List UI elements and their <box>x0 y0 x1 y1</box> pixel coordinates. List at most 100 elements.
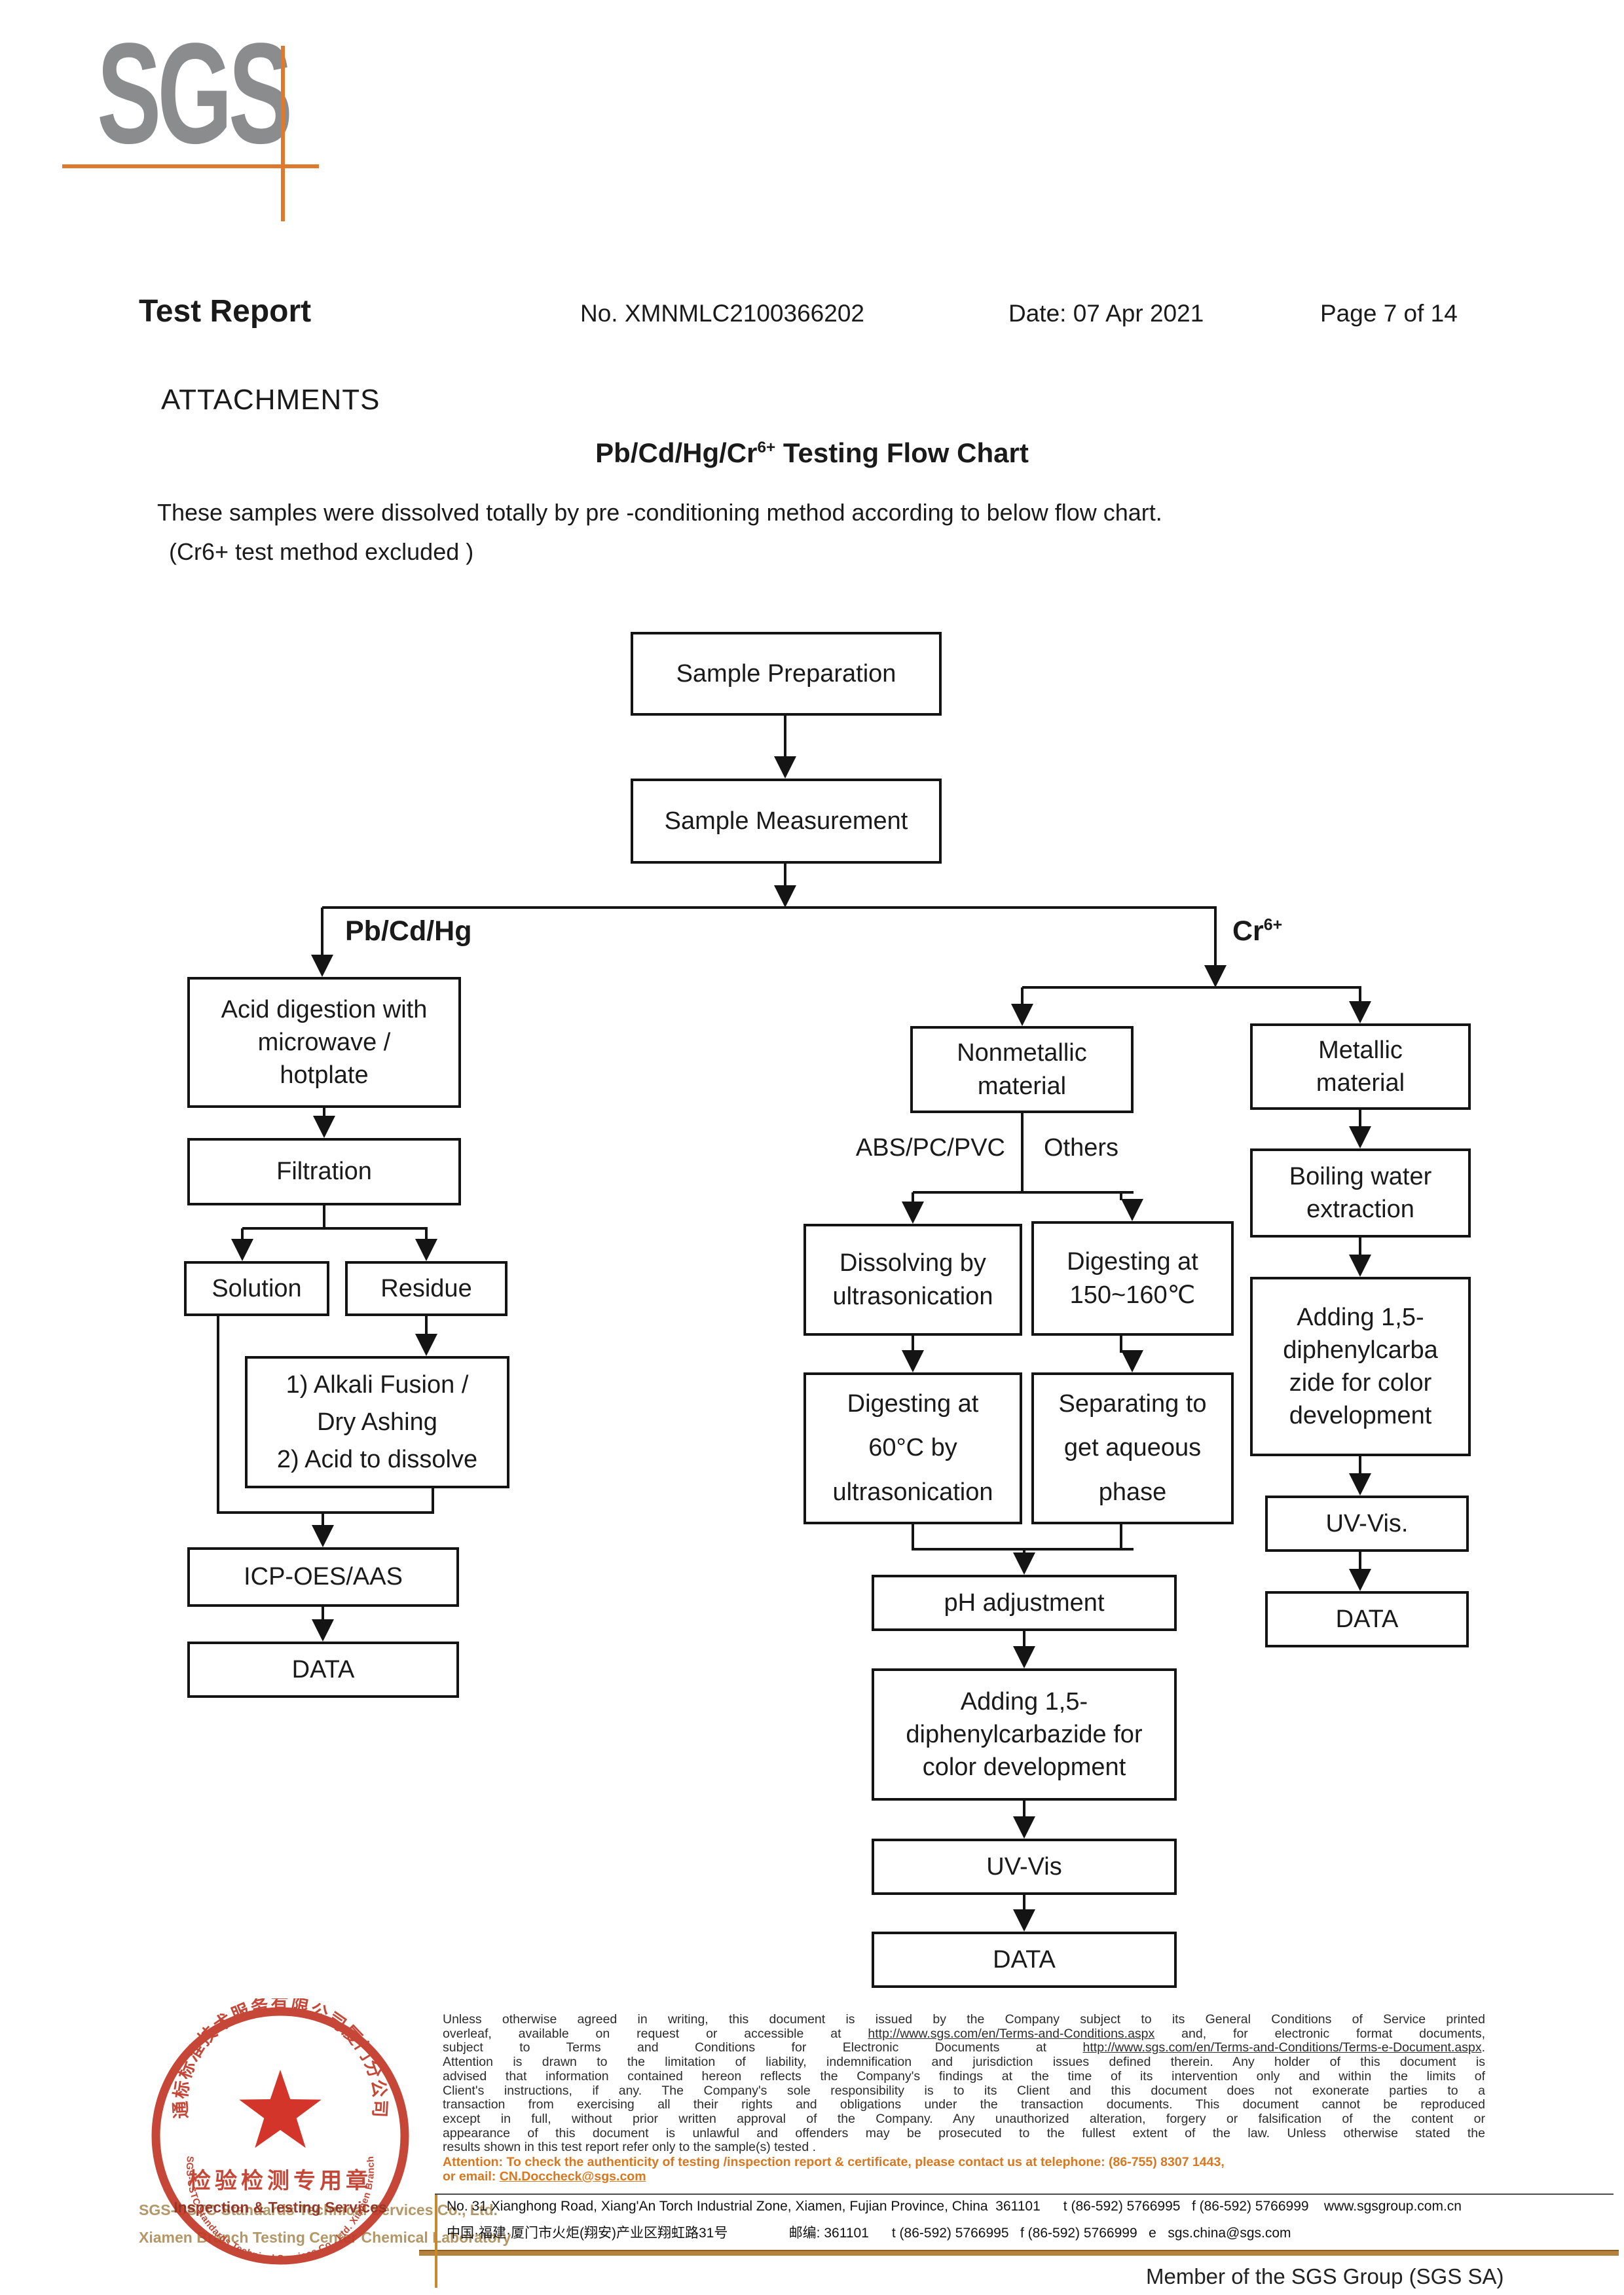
flow-node-alkali-fusion: 1) Alkali Fusion / Dry Ashing 2) Acid to… <box>245 1356 509 1488</box>
flow-line <box>912 1336 914 1353</box>
legal-text-line: Client's instructions, if any. The Compa… <box>443 2083 1485 2098</box>
flow-node-metallic-material: Metallic material <box>1250 1023 1471 1110</box>
flow-line <box>912 1192 914 1203</box>
arrow-down-icon <box>1349 1001 1371 1023</box>
attention-line-1: Attention: To check the authenticity of … <box>443 2155 1225 2169</box>
flow-line <box>1359 1238 1361 1257</box>
flow-node-boiling-water-extraction: Boiling water extraction <box>1250 1148 1471 1238</box>
branch-label-cr6: Cr6+ <box>1232 915 1282 947</box>
terms-e-document-link[interactable]: http://www.sgs.com/en/Terms-and-Conditio… <box>1082 2040 1482 2055</box>
flow-node-digesting-60: Digesting at 60°C by ultrasonication <box>803 1372 1022 1524</box>
arrow-down-icon <box>902 1202 924 1224</box>
address-line-cn: 中国·福建·厦门市火炬(翔安)产业区翔虹路31号 邮编: 361101 t (8… <box>447 2226 1291 2241</box>
arrow-down-icon <box>1011 1004 1033 1026</box>
flow-node-data-mid: DATA <box>872 1932 1177 1988</box>
arrow-down-icon <box>415 1334 437 1356</box>
legal-text-block: Unless otherwise agreed in writing, this… <box>443 2012 1485 2155</box>
arrow-down-icon <box>774 885 796 908</box>
legal-text-line: except in full, without prior written ap… <box>443 2111 1485 2126</box>
flow-node-digesting-150-160: Digesting at 150~160℃ <box>1031 1221 1234 1336</box>
flow-chart-title-suffix: Testing Flow Chart <box>775 437 1029 468</box>
flow-node-adding-diphenylcarbazide-mid: Adding 1,5- diphenylcarbazide for color … <box>872 1668 1177 1801</box>
flow-line <box>784 716 786 759</box>
flow-line <box>432 1488 434 1514</box>
arrow-down-icon <box>231 1239 253 1261</box>
report-date: Date: 07 Apr 2021 <box>1008 300 1204 327</box>
arrow-down-icon <box>1013 1816 1035 1839</box>
branch-label-abs-pc-pvc: ABS/PC/PVC <box>855 1134 1005 1162</box>
doccheck-email-link[interactable]: CN.Doccheck@sgs.com <box>499 2169 646 2184</box>
terms-conditions-link[interactable]: http://www.sgs.com/en/Terms-and-Conditio… <box>868 2026 1155 2041</box>
address-line-en: No. 31 Xianghong Road, Xiang'An Torch In… <box>447 2199 1462 2214</box>
flow-line <box>1023 1895 1025 1912</box>
attention-text: or email: <box>443 2169 500 2184</box>
flow-line <box>425 1228 428 1241</box>
arrow-down-icon <box>1349 1126 1371 1148</box>
stamp-cn-line: 检验检测专用章 <box>189 2168 372 2194</box>
flow-chart-title: Pb/Cd/Hg/Cr6+ Testing Flow Chart <box>0 437 1624 469</box>
flow-line <box>913 1191 1134 1194</box>
flow-line <box>1120 1336 1122 1353</box>
arrow-down-icon <box>1349 1473 1371 1496</box>
branch-label-cr6-sup: 6+ <box>1263 915 1283 934</box>
arrow-down-icon <box>312 1619 334 1642</box>
arrow-down-icon <box>1013 1909 1035 1932</box>
branch-label-others: Others <box>1044 1134 1119 1162</box>
legal-text: and, for electronic format documents, <box>1154 2026 1485 2041</box>
branch-label-pb-cd-hg: Pb/Cd/Hg <box>345 915 472 947</box>
flow-line <box>1120 1192 1122 1200</box>
attention-line-2: or email: CN.Doccheck@sgs.com <box>443 2169 1485 2184</box>
flow-line <box>425 1316 428 1336</box>
stamp-en-line: Inspection & Testing Services <box>174 2199 387 2216</box>
flow-node-acid-digestion: Acid digestion with microwave / hotplate <box>187 977 461 1108</box>
flow-line <box>1022 986 1361 989</box>
flow-line <box>322 906 1217 909</box>
footer-company-line-2: Xiamen Branch Testing Center Chemical La… <box>139 2229 511 2246</box>
flow-node-uv-vis-right: UV-Vis. <box>1265 1496 1469 1552</box>
legal-text: subject to Terms and Conditions for Elec… <box>443 2040 1083 2055</box>
flow-node-icp-oes-aas: ICP-OES/AAS <box>187 1547 459 1607</box>
footer-orange-rule <box>419 2250 1619 2256</box>
flow-line <box>1359 1552 1361 1571</box>
flow-line <box>321 908 323 957</box>
flow-node-data-right: DATA <box>1265 1591 1469 1647</box>
flow-line <box>1023 1549 1025 1555</box>
legal-text-line: Unless otherwise agreed in writing, this… <box>443 2012 1485 2027</box>
flow-chart-title-sup: 6+ <box>757 439 776 456</box>
flow-line <box>322 1513 324 1528</box>
arrow-down-icon <box>1013 1646 1035 1668</box>
legal-text-line: results shown in this test report refer … <box>443 2140 817 2155</box>
inspection-stamp: 通标标准技术服务有限公司厦门分公司 检验检测专用章 Inspection & T… <box>151 1998 409 2265</box>
flow-node-residue: Residue <box>345 1261 507 1316</box>
star-icon <box>239 2070 322 2148</box>
flow-line <box>217 1316 219 1514</box>
intro-line-2: (Cr6+ test method excluded ) <box>169 538 474 565</box>
flow-line <box>322 1607 324 1622</box>
flow-line <box>1023 1801 1025 1819</box>
flow-line <box>241 1228 244 1241</box>
flow-line <box>912 1524 914 1551</box>
flow-node-uv-vis-mid: UV-Vis <box>872 1839 1177 1895</box>
flow-line <box>323 1205 325 1230</box>
flow-line <box>1021 987 1024 1006</box>
flow-node-nonmetallic-material: Nonmetallic material <box>910 1026 1134 1113</box>
flow-line <box>218 1511 434 1514</box>
logo-horizontal-rule <box>62 164 319 168</box>
flow-line <box>1214 908 1217 968</box>
legal-text-line: transaction from exercising all their ri… <box>443 2097 1485 2112</box>
footer-divider <box>435 2194 1614 2195</box>
arrow-down-icon <box>1349 1569 1371 1591</box>
flow-node-filtration: Filtration <box>187 1138 461 1205</box>
arrow-down-icon <box>415 1239 437 1261</box>
flow-node-separating-aqueous: Separating to get aqueous phase <box>1031 1372 1234 1524</box>
arrow-down-icon <box>1121 1199 1143 1221</box>
arrow-down-icon <box>902 1350 924 1372</box>
flow-node-dissolving-ultrasonication: Dissolving by ultrasonication <box>803 1224 1022 1336</box>
flow-node-solution: Solution <box>184 1261 329 1316</box>
attachments-heading: ATTACHMENTS <box>161 384 380 416</box>
flow-line <box>242 1227 428 1230</box>
legal-text-line: overleaf, available on request or access… <box>443 2027 1485 2042</box>
flow-line <box>1359 987 1361 1004</box>
page-indicator: Page 7 of 14 <box>1320 300 1458 327</box>
flow-node-data-left: DATA <box>187 1642 459 1698</box>
